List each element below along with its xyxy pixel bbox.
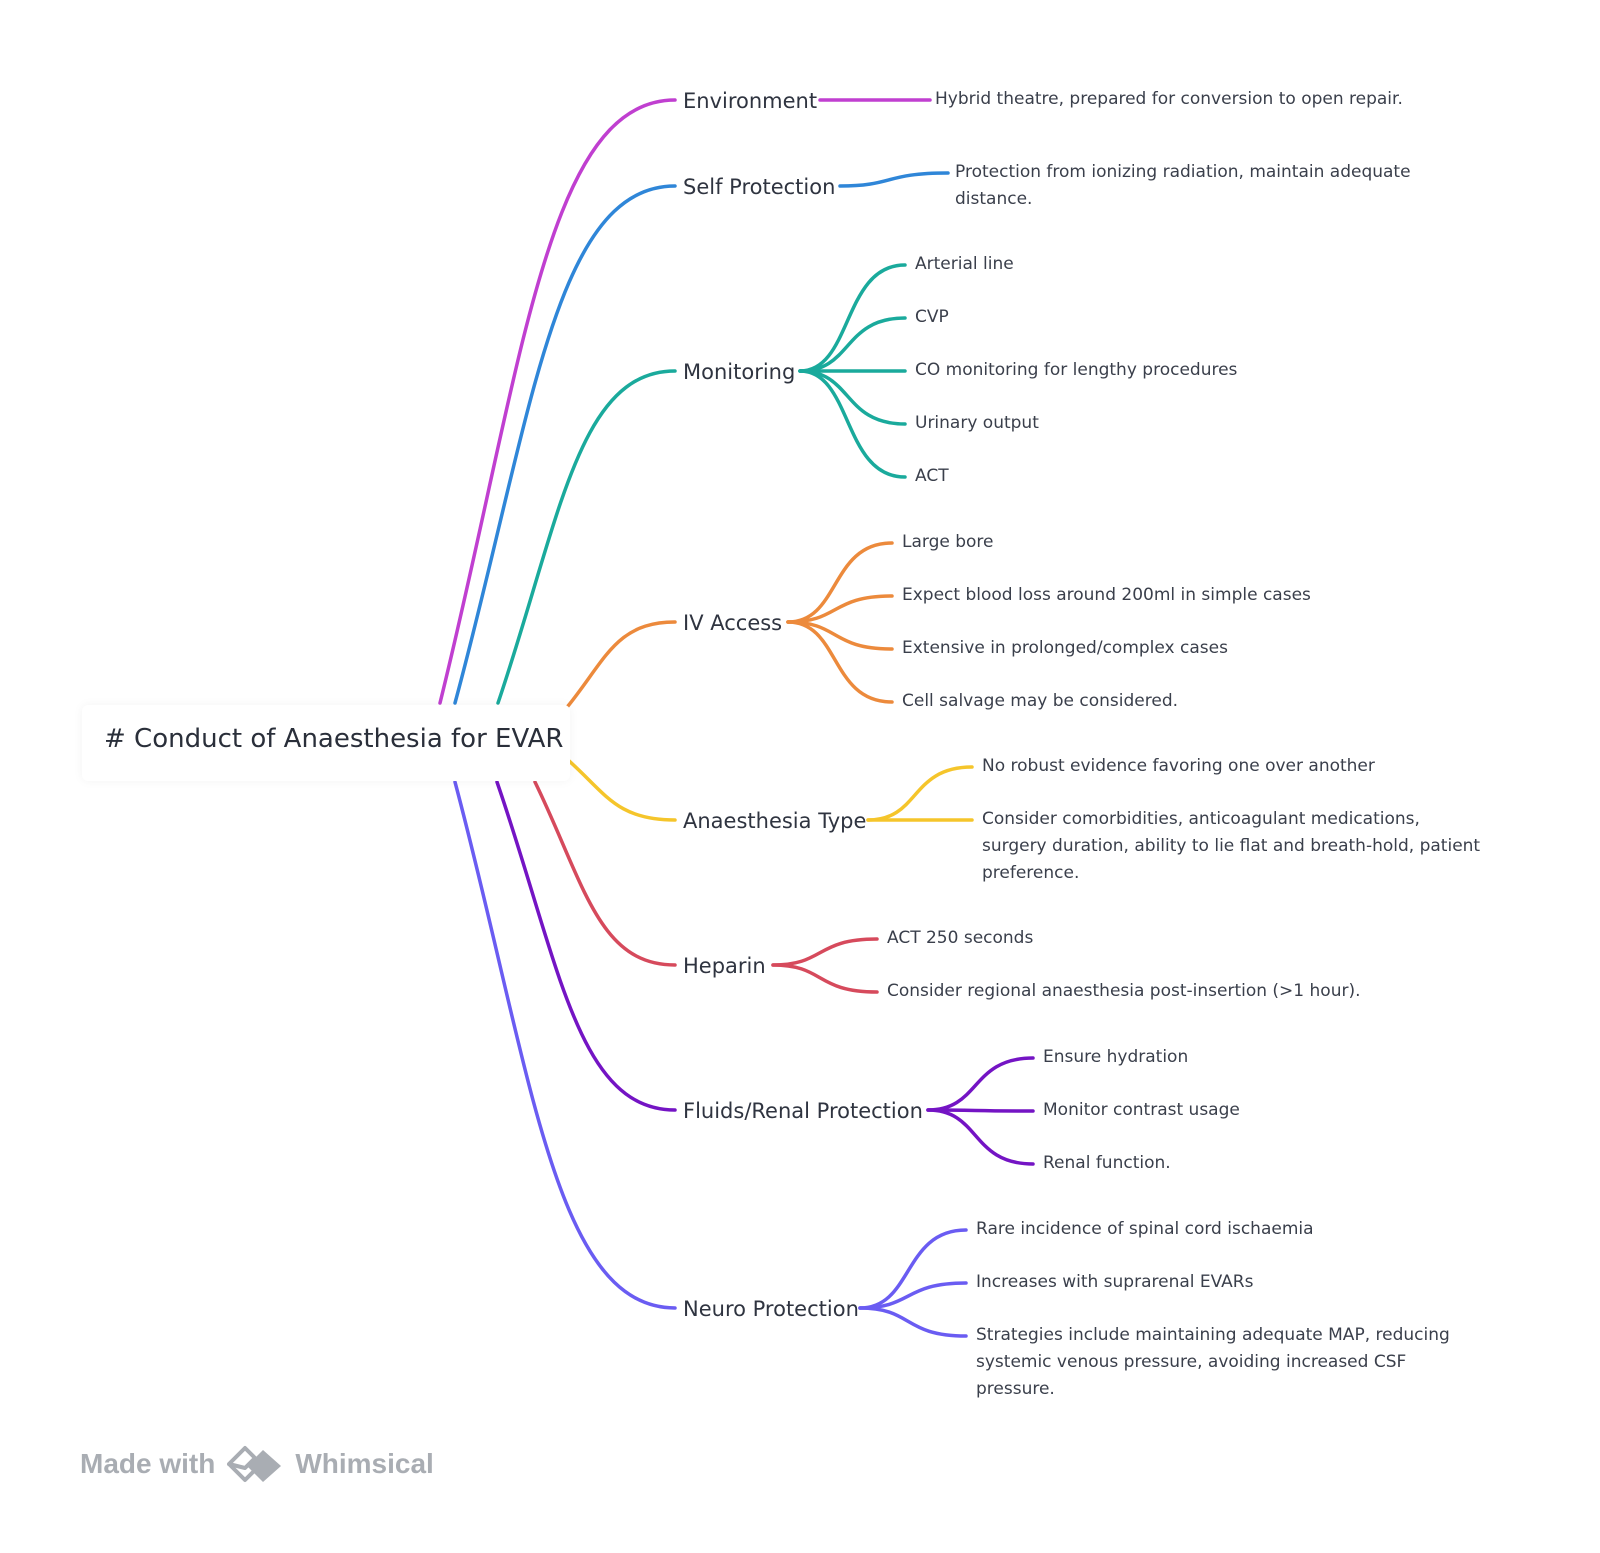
leaf-label-environment-1[interactable]: Hybrid theatre, prepared for conversion … — [935, 89, 1403, 109]
branch-connector — [566, 758, 677, 822]
leaf-label-iv-access-2[interactable]: Expect blood loss around 200ml in simple… — [902, 585, 1311, 605]
branch-label-environment[interactable]: Environment — [683, 89, 818, 113]
branch-label-iv-access[interactable]: IV Access — [683, 611, 783, 635]
leaf-label-monitoring-4[interactable]: Urinary output — [915, 413, 1039, 433]
leaf-connector — [786, 620, 894, 704]
leaf-label-anaesthesia-type-2[interactable]: Consider comorbidities, anticoagulant me… — [982, 809, 1481, 883]
made-with-text: Made with — [80, 1448, 216, 1479]
leaf-label-self-protection-1[interactable]: Protection from ionizing radiation, main… — [955, 162, 1411, 209]
leaf-label-fluids-1[interactable]: Ensure hydration — [1043, 1047, 1189, 1067]
whimsical-logo-icon — [227, 1446, 282, 1482]
leaf-connector — [798, 316, 907, 373]
leaf-connector — [798, 369, 907, 426]
leaf-label-iv-access-1[interactable]: Large bore — [902, 532, 994, 552]
branch-label-anaesthesia-type[interactable]: Anaesthesia Type — [683, 809, 867, 833]
leaf-connector — [926, 1108, 1035, 1166]
root-node-label: # Conduct of Anaesthesia for EVAR — [104, 724, 564, 754]
branch-connector — [496, 369, 677, 705]
branch-connector — [453, 184, 677, 705]
leaf-label-heparin-1[interactable]: ACT 250 seconds — [887, 928, 1034, 948]
leaf-label-heparin-2[interactable]: Consider regional anaesthesia post-inser… — [887, 981, 1361, 1001]
leaf-connector — [771, 963, 879, 994]
branch-label-heparin[interactable]: Heparin — [683, 954, 766, 978]
leaf-label-monitoring-2[interactable]: CVP — [915, 307, 949, 327]
leaf-label-monitoring-5[interactable]: ACT — [915, 466, 949, 486]
branch-label-monitoring[interactable]: Monitoring — [683, 360, 796, 384]
leaf-label-neuro-protection-1[interactable]: Rare incidence of spinal cord ischaemia — [976, 1219, 1314, 1239]
leaf-label-monitoring-3[interactable]: CO monitoring for lengthy procedures — [915, 360, 1238, 380]
made-with-whimsical-badge[interactable]: Made with Whimsical — [80, 1444, 434, 1484]
leaf-label-iv-access-3[interactable]: Extensive in prolonged/complex cases — [902, 638, 1228, 658]
branch-label-neuro-protection[interactable]: Neuro Protection — [683, 1297, 859, 1321]
leaf-connector — [771, 937, 879, 967]
leaf-label-anaesthesia-type-1[interactable]: No robust evidence favoring one over ano… — [982, 756, 1375, 776]
leaf-connector — [858, 1281, 968, 1310]
leaf-connector — [858, 1306, 968, 1338]
leaf-connector — [926, 1056, 1035, 1112]
leaf-label-neuro-protection-2[interactable]: Increases with suprarenal EVARs — [976, 1272, 1254, 1292]
branch-connector — [566, 620, 677, 708]
leaf-connector — [838, 171, 950, 188]
leaf-label-neuro-protection-3[interactable]: Strategies include maintaining adequate … — [976, 1325, 1450, 1399]
branch-connector — [453, 780, 677, 1310]
leaf-label-fluids-3[interactable]: Renal function. — [1043, 1153, 1171, 1173]
root-node[interactable] — [82, 705, 570, 781]
branch-connector — [495, 780, 677, 1112]
leaf-connector — [798, 369, 907, 479]
branch-label-self-protection[interactable]: Self Protection — [683, 175, 836, 199]
whimsical-brand-text: Whimsical — [295, 1448, 434, 1479]
leaf-connector — [786, 594, 894, 624]
leaf-label-monitoring-1[interactable]: Arterial line — [915, 254, 1014, 274]
branch-label-fluids[interactable]: Fluids/Renal Protection — [683, 1099, 923, 1123]
leaf-label-iv-access-4[interactable]: Cell salvage may be considered. — [902, 691, 1179, 711]
branch-connector — [533, 780, 677, 967]
leaf-connector — [858, 1228, 968, 1310]
leaf-connector — [798, 263, 907, 373]
leaf-connector — [786, 541, 894, 624]
branch-connector — [438, 98, 677, 705]
leaf-label-fluids-2[interactable]: Monitor contrast usage — [1043, 1100, 1240, 1120]
leaf-connector — [866, 765, 974, 822]
